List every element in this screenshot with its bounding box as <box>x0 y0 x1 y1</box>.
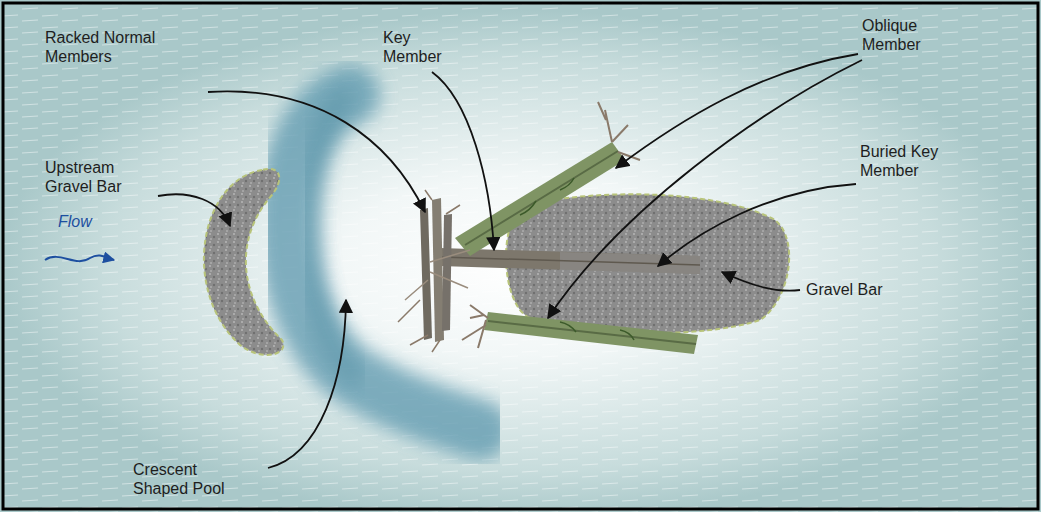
crescent-pool <box>287 95 480 430</box>
oblique-member <box>462 305 698 354</box>
part-label: Crescent Shaped Pool <box>133 460 233 498</box>
part-label: Gravel Bar <box>806 280 906 299</box>
leader-lines <box>158 54 862 468</box>
oblique-member <box>455 102 640 256</box>
flow-label: Flow <box>58 212 118 231</box>
flow-arrow <box>45 255 114 261</box>
key-member <box>440 248 700 274</box>
part-label: Buried Key Member <box>860 142 952 180</box>
part-label: Key Member <box>383 28 453 66</box>
part-label: Upstream Gravel Bar <box>45 158 137 196</box>
racked-normal-members <box>398 190 470 352</box>
upstream-gravel-bar <box>204 169 283 355</box>
part-label: Oblique Member <box>862 16 932 54</box>
part-label: Racked Normal Members <box>45 28 205 66</box>
